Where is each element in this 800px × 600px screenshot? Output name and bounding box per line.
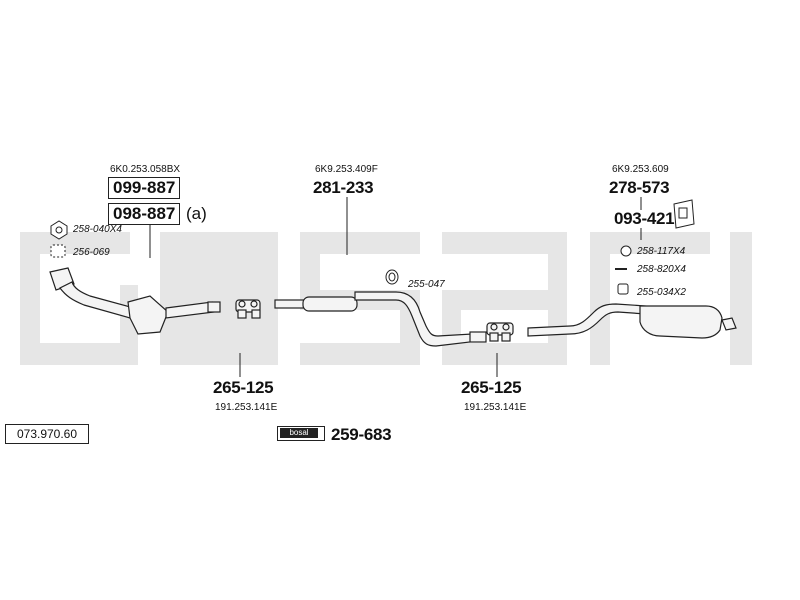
clamp-right-part[interactable]: 265-125 xyxy=(461,378,522,397)
gasket-front-part[interactable]: 256-069 xyxy=(73,247,110,258)
middle-silencer-pipe xyxy=(274,291,487,347)
rubber-mount-icon xyxy=(617,283,629,295)
middle-silencer-oem: 6K9.253.409F xyxy=(315,164,378,175)
clamp-right xyxy=(486,322,514,342)
front-pipe-part-b[interactable]: 098-887 xyxy=(108,203,181,225)
front-pipe-catalyst xyxy=(49,267,221,335)
leader-lines xyxy=(149,197,642,377)
paste-brand: bosal xyxy=(280,428,318,438)
clamp-left-part[interactable]: 265-125 xyxy=(213,378,274,397)
diagram-number: 073.970.60 xyxy=(5,424,89,444)
assembly-paste-part[interactable]: 259-683 xyxy=(331,425,392,444)
clamp-right-oem: 191.253.141E xyxy=(464,402,527,413)
rear-silencer-pipe xyxy=(527,303,737,339)
front-pipe-part-b-suffix: (a) xyxy=(186,204,207,223)
rear-silencer-part[interactable]: 278-573 xyxy=(609,178,670,197)
assembly-paste-tube: bosal xyxy=(277,426,325,441)
rear-silencer-oem: 6K9.253.609 xyxy=(612,164,669,175)
gasket-icon xyxy=(50,244,66,258)
bracket-part[interactable]: 093-421 xyxy=(614,209,675,228)
ring-rear-part[interactable]: 258-117X4 xyxy=(637,246,686,257)
front-pipe-part-a[interactable]: 099-887 xyxy=(108,177,181,199)
middle-silencer-part[interactable]: 281-233 xyxy=(313,178,374,197)
bolt-rear-part[interactable]: 258-820X4 xyxy=(637,264,686,275)
front-pipe-oem: 6K0.253.058BX xyxy=(110,164,181,175)
ring-icon xyxy=(620,245,632,257)
hardware-icons xyxy=(50,199,695,295)
clamp-left-oem: 191.253.141E xyxy=(215,402,278,413)
rubber-rear-part[interactable]: 255-034X2 xyxy=(637,287,686,298)
clamp-left xyxy=(235,299,261,319)
nut-part[interactable]: 258-040X4 xyxy=(73,224,122,235)
ring-mid-part[interactable]: 255-047 xyxy=(408,279,445,290)
